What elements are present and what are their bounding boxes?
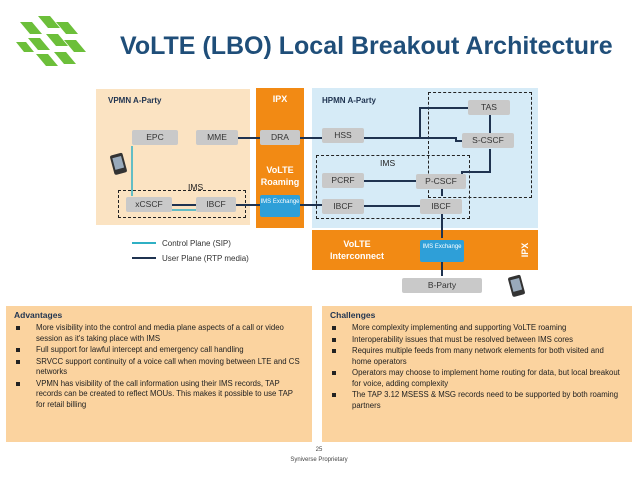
hpmn-label: HPMN A-Party [322,96,376,105]
epc-node: EPC [132,130,178,145]
b-party-node: B-Party [402,278,482,293]
syniverse-logo [16,16,86,66]
ims-exchange-interconnect-node: IMS Exchange [420,240,464,262]
page-title: VoLTE (LBO) Local Breakout Architecture [120,32,613,60]
legend-control-plane: Control Plane (SIP) [162,239,231,248]
ims-exchange-roaming-node: IMS Exchange [260,195,300,217]
hpmn-ims-label: IMS [380,158,396,168]
challenges-panel: Challenges More complexity implementing … [322,306,632,442]
list-item: Operators may choose to implement home r… [330,368,624,389]
tas-node: TAS [468,100,510,115]
home-core-boundary [428,92,532,198]
footer-text: Syniverse Proprietary [290,457,348,463]
s-cscf-node: S-CSCF [462,133,514,148]
ibcf-hpmn-left-node: IBCF [322,199,364,214]
dra-node: DRA [260,130,300,145]
hpmn-ims-boundary [316,155,470,219]
p-cscf-node: P-CSCF [416,174,466,189]
ibcf-hpmn-right-node: IBCF [420,199,462,214]
list-item: The TAP 3.12 MSESS & MSG records need to… [330,390,624,411]
advantages-heading: Advantages [14,310,63,320]
challenges-list: More complexity implementing and support… [330,323,624,411]
phone-icon-b-party [508,274,525,297]
list-item: Requires multiple feeds from many networ… [330,346,624,367]
volte-interconnect-label: VoLTE Interconnect [329,239,384,261]
list-item: More visibility into the control and med… [14,323,304,344]
connection-lines [110,107,525,297]
advantages-list: More visibility into the control and med… [14,323,304,410]
phone-icon-vpmn [110,152,127,175]
list-item: Full support for lawful intercept and em… [14,345,304,356]
mme-node: MME [196,130,238,145]
page-number: 25 [315,447,323,453]
challenges-heading: Challenges [330,310,376,320]
hss-node: HSS [322,128,364,143]
vpmn-ims-label: IMS [188,182,204,192]
ipx-top-label: IPX [272,94,288,104]
architecture-diagram: VPMN A-Party IPX HPMN A-Party VoLTE Roam… [96,88,538,297]
vpmn-label: VPMN A-Party [108,96,162,105]
legend-user-plane: User Plane (RTP media) [162,254,249,263]
list-item: More complexity implementing and support… [330,323,624,334]
xcscf-node: xCSCF [126,197,172,212]
list-item: SRVCC support continuity of a voice call… [14,357,304,378]
volte-roaming-label: VoLTE Roaming [260,165,300,187]
list-item: Interoperability issues that must be res… [330,335,624,346]
advantages-panel: Advantages More visibility into the cont… [6,306,312,442]
ibcf-vpmn-node: IBCF [196,197,236,212]
list-item: VPMN has visibility of the call informat… [14,379,304,411]
pcrf-node: PCRF [322,173,364,188]
